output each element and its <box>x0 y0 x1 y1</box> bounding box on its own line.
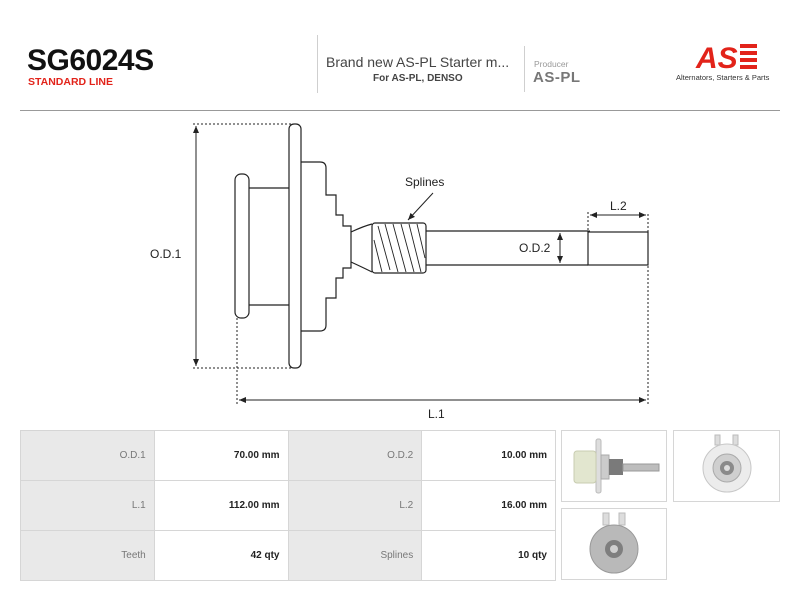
product-photo-back[interactable] <box>561 508 667 580</box>
spec-label: O.D.1 <box>20 430 155 481</box>
logo-text: AS <box>695 42 738 75</box>
product-photo-front[interactable] <box>673 430 780 502</box>
spec-label: Splines <box>287 530 423 581</box>
header-divider <box>524 46 525 92</box>
header-rule <box>20 110 780 111</box>
product-photo-side[interactable] <box>561 430 667 502</box>
spec-value: 70.00 mm <box>153 430 289 481</box>
table-row: Teeth 42 qty Splines 10 qty <box>20 530 556 581</box>
pinion-side-photo-icon <box>573 438 660 494</box>
spec-value: 42 qty <box>153 530 289 581</box>
spec-label: L.2 <box>287 480 423 531</box>
od1-label: O.D.1 <box>150 247 182 261</box>
product-description: Brand new AS-PL Starter m... <box>326 54 510 70</box>
spec-label: L.1 <box>20 480 155 531</box>
l1-dimension <box>236 214 649 404</box>
technical-drawing: O.D.1 L.1 L.2 O.D.2 Splines <box>150 123 649 421</box>
spec-table: O.D.1 70.00 mm O.D.2 10.00 mm L.1 112.00… <box>20 430 556 581</box>
spec-value: 10 qty <box>421 530 556 581</box>
spec-label: Teeth <box>20 530 155 581</box>
logo-tagline: Alternators, Starters & Parts <box>676 73 770 82</box>
pinion-outline <box>234 123 649 369</box>
od2-dimension <box>556 230 590 266</box>
od1-dimension <box>193 123 295 369</box>
table-row: L.1 112.00 mm L.2 16.00 mm <box>20 480 556 531</box>
brand-logo: AS <box>695 42 757 75</box>
header-divider <box>317 35 318 93</box>
splines-leader <box>407 192 434 221</box>
spec-value: 10.00 mm <box>421 430 556 481</box>
splines-label: Splines <box>405 175 444 189</box>
spec-value: 112.00 mm <box>153 480 289 531</box>
table-row: O.D.1 70.00 mm O.D.2 10.00 mm <box>20 430 556 481</box>
product-line: STANDARD LINE <box>28 76 113 88</box>
l1-label: L.1 <box>428 407 445 421</box>
l2-label: L.2 <box>610 199 627 213</box>
application-list: For AS-PL, DENSO <box>373 73 463 84</box>
spec-label: O.D.2 <box>287 430 423 481</box>
spec-value: 16.00 mm <box>421 480 556 531</box>
l2-dimension <box>587 212 646 232</box>
producer-name: AS-PL <box>533 69 581 86</box>
producer-label: Producer <box>534 59 569 69</box>
pinion-back-photo-icon <box>589 512 639 574</box>
od2-label: O.D.2 <box>519 241 551 255</box>
part-code: SG6024S <box>27 44 154 77</box>
pinion-front-photo-icon <box>702 434 752 493</box>
header: SG6024S STANDARD LINE Brand new AS-PL St… <box>0 0 800 112</box>
spline-hatching <box>373 223 426 273</box>
